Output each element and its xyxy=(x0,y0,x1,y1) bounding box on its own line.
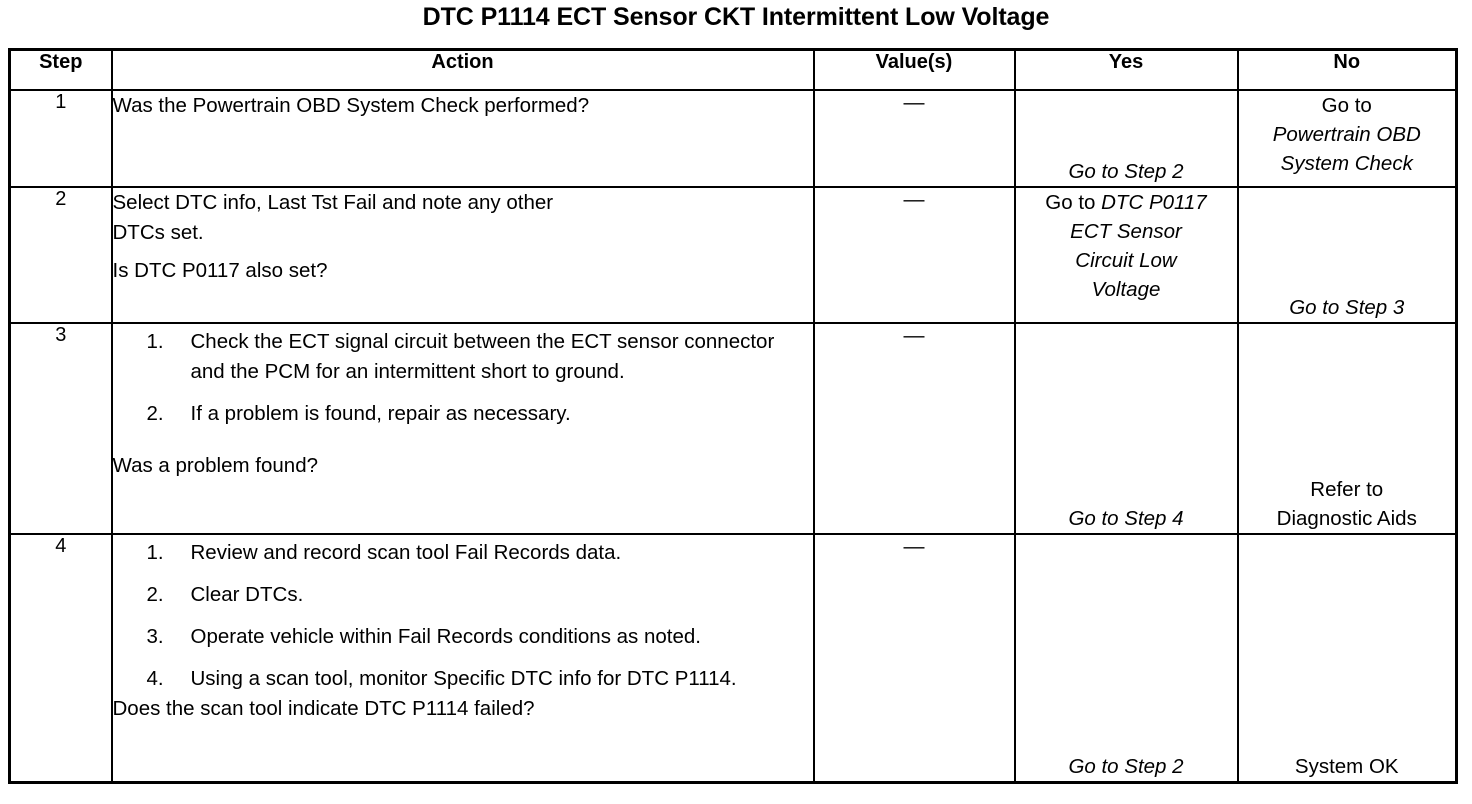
list-item-text: If a problem is found, repair as necessa… xyxy=(190,402,571,425)
list-item: 1. Review and record scan tool Fail Reco… xyxy=(113,538,813,568)
value-cell: — xyxy=(812,322,1016,535)
action-cell: Select DTC info, Last Tst Fail and note … xyxy=(110,186,815,324)
action-question: Was the Powertrain OBD System Check perf… xyxy=(112,94,590,117)
list-item-marker: 4. xyxy=(146,667,164,690)
spacer xyxy=(113,429,813,451)
step-number: 4 xyxy=(8,533,113,783)
action-question: Does the scan tool indicate DTC P1114 fa… xyxy=(112,697,535,720)
yes-line: Go to Step 4 xyxy=(1068,507,1184,530)
action-question: Was a problem found? xyxy=(112,454,319,477)
table-header: Step Action Value(s) Yes No xyxy=(8,48,1458,91)
no-line: Refer to xyxy=(1310,478,1384,501)
action-cell: 1. Review and record scan tool Fail Reco… xyxy=(110,533,815,783)
no-line: System Check xyxy=(1280,152,1413,175)
no-cell: Go to Powertrain OBD System Check xyxy=(1236,89,1458,188)
list-item: 2. Clear DTCs. xyxy=(113,580,813,610)
step-number: 3 xyxy=(8,322,113,535)
list-item-marker: 3. xyxy=(146,625,164,648)
list-item: 2. If a problem is found, repair as nece… xyxy=(113,399,813,429)
yes-line: DTC P0117 xyxy=(1101,191,1207,214)
column-header-value: Value(s) xyxy=(812,48,1016,91)
no-line: Diagnostic Aids xyxy=(1276,507,1417,530)
step-number: 1 xyxy=(8,89,113,188)
no-cell: System OK xyxy=(1236,533,1458,783)
list-item: 1. Check the ECT signal circuit between … xyxy=(113,327,813,387)
table-header-row: Step Action Value(s) Yes No xyxy=(8,48,1458,91)
yes-lead: Go to xyxy=(1045,191,1096,214)
table-row: 1 Was the Powertrain OBD System Check pe… xyxy=(8,89,1458,188)
column-header-no: No xyxy=(1236,48,1458,91)
diagnostic-table: Step Action Value(s) Yes No 1 Was the Po… xyxy=(8,48,1458,784)
yes-line: Voltage xyxy=(1091,278,1161,301)
table-row: 3 1. Check the ECT signal circuit betwee… xyxy=(8,322,1458,535)
column-header-yes: Yes xyxy=(1013,48,1239,91)
value-cell: — xyxy=(812,533,1016,783)
list-item-text: Operate vehicle within Fail Records cond… xyxy=(190,625,702,648)
yes-line: Circuit Low xyxy=(1075,249,1177,272)
no-cell: Refer to Diagnostic Aids xyxy=(1236,322,1458,535)
spacer xyxy=(113,248,813,256)
list-item-text: Check the ECT signal circuit between the… xyxy=(190,330,775,383)
column-header-step: Step xyxy=(8,48,113,91)
table-row: 4 1. Review and record scan tool Fail Re… xyxy=(8,533,1458,783)
list-item-marker: 1. xyxy=(146,541,164,564)
step-number: 2 xyxy=(8,186,113,324)
no-lead: Go to xyxy=(1321,94,1372,117)
action-step-list: 1. Check the ECT signal circuit between … xyxy=(113,327,813,429)
value-cell: — xyxy=(812,89,1016,188)
table-row: 2 Select DTC info, Last Tst Fail and not… xyxy=(8,186,1458,324)
list-item-marker: 1. xyxy=(146,330,164,353)
value-cell: — xyxy=(812,186,1016,324)
list-item-text: Using a scan tool, monitor Specific DTC … xyxy=(190,667,737,690)
yes-cell: Go to Step 2 xyxy=(1013,533,1239,783)
list-item: 3. Operate vehicle within Fail Records c… xyxy=(113,622,813,652)
no-line: System OK xyxy=(1294,754,1399,778)
table-body: 1 Was the Powertrain OBD System Check pe… xyxy=(8,89,1458,783)
action-line: Select DTC info, Last Tst Fail and note … xyxy=(112,191,554,214)
no-cell: Go to Step 3 xyxy=(1236,186,1458,324)
list-item: 4. Using a scan tool, monitor Specific D… xyxy=(113,664,813,694)
action-line: DTCs set. xyxy=(112,221,204,244)
list-item-marker: 2. xyxy=(146,583,164,606)
yes-cell: Go to Step 4 xyxy=(1013,322,1239,535)
page-title: DTC P1114 ECT Sensor CKT Intermittent Lo… xyxy=(422,3,1050,31)
yes-cell: Go to Step 2 xyxy=(1013,89,1239,188)
yes-cell: Go to DTC P0117 ECT Sensor Circuit Low V… xyxy=(1013,186,1239,324)
action-step-list: 1. Review and record scan tool Fail Reco… xyxy=(113,538,813,694)
action-cell: Was the Powertrain OBD System Check perf… xyxy=(110,89,815,188)
list-item-text: Clear DTCs. xyxy=(190,583,304,606)
no-line: Powertrain OBD xyxy=(1272,123,1421,146)
list-item-marker: 2. xyxy=(146,402,164,425)
yes-line: Go to Step 2 xyxy=(1068,160,1184,183)
yes-line: ECT Sensor xyxy=(1070,220,1182,243)
list-item-text: Review and record scan tool Fail Records… xyxy=(190,541,622,564)
yes-lead-line: Go to DTC P0117 xyxy=(1016,188,1237,217)
no-line: Go to Step 3 xyxy=(1289,296,1405,319)
action-question: Is DTC P0117 also set? xyxy=(112,259,328,282)
yes-line: Go to Step 2 xyxy=(1068,754,1184,778)
column-header-action: Action xyxy=(110,48,815,91)
action-cell: 1. Check the ECT signal circuit between … xyxy=(110,322,815,535)
